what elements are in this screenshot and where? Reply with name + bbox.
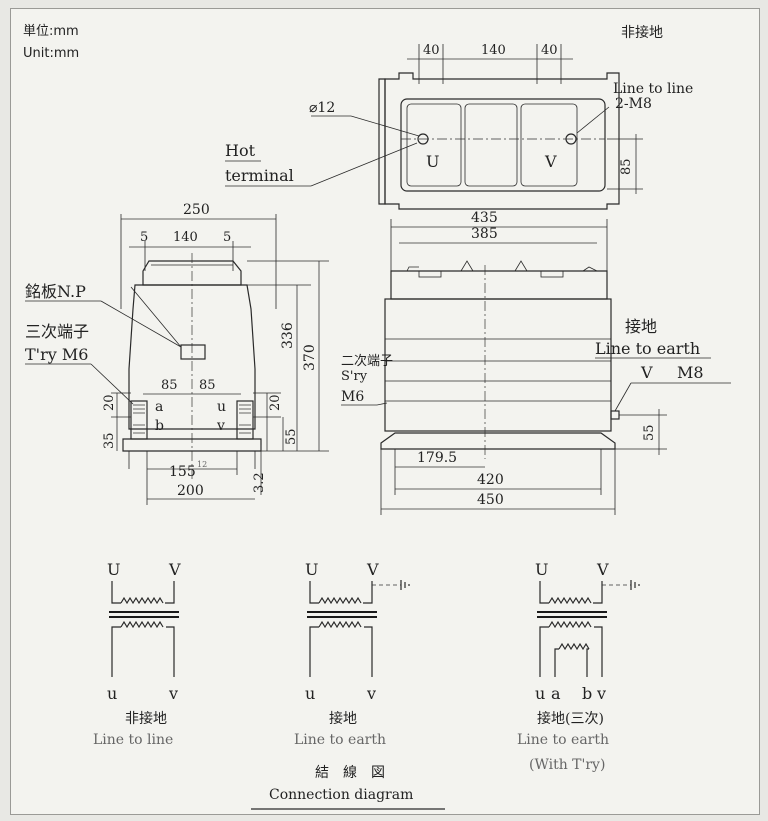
earth-label-ja: 接地 [625,317,657,336]
dim-front-55: 55 [642,424,657,441]
front-view: 435 385 二次端子 S'ry M6 接地 Line to earth V … [341,210,731,515]
dim-side-155-sup: 12 [197,460,207,469]
dim-side-370: 370 [302,344,318,371]
schematic-line-to-earth-tertiary: U V u a b v 接地(三次) Line to earth (With T… [517,560,640,773]
schem1-caption-ja: 非接地 [125,710,167,727]
schem2-top-v: V [366,560,379,579]
schem1-top-u: U [107,560,120,579]
dim-side-5-left: 5 [140,230,148,245]
dim-top-140: 140 [481,43,506,58]
dim-side-200: 200 [177,483,204,499]
dim-side-35: 35 [102,432,117,449]
schem3-caption-ja: 接地(三次) [537,710,604,727]
dim-side-336: 336 [280,322,296,349]
dim-side-155: 155 [169,464,196,480]
side-view: 250 5 140 5 銘板N.P 三次端子 T'ry M6 85 85 [25,202,329,505]
schematic-line-to-line: U V u v 非接地 Line to line [93,560,181,748]
top-view: 40 140 40 非接地 Line to line 2-M8 U V ⌀12 … [225,24,693,210]
schem1-bottom-v: v [168,684,178,703]
tertiary-terminal-b: b [155,418,164,434]
drawing-sheet: 単位:mm Unit:mm 40 140 40 非接地 Line to line… [10,8,760,815]
dim-side-20-left: 20 [102,394,117,411]
dim-front-450: 450 [477,492,504,508]
schem3-caption-en-2: (With T'ry) [529,757,605,773]
secondary-terminal-m6: M6 [341,389,364,405]
earth-terminal-m8: M8 [677,363,704,382]
secondary-terminal-ja: 二次端子 [341,353,393,369]
hot-terminal-label-2: terminal [225,166,294,185]
tertiary-terminal-ja: 三次端子 [25,322,89,341]
dim-top-40-right: 40 [541,43,558,58]
schem3-bottom-a: a [551,684,561,703]
schem3-bottom-b: b [582,684,592,703]
top-m8-label: 2-M8 [615,96,652,112]
schematic-line-to-earth: U V u v 接地 Line to earth [294,560,410,748]
nameplate-label: 銘板N.P [25,282,86,301]
schem2-bottom-u: u [305,684,315,703]
dim-side-140: 140 [173,230,198,245]
dim-front-435: 435 [471,210,498,226]
terminal-u-label: U [426,152,439,171]
tertiary-terminal-a: a [155,399,163,415]
dim-top-40-left: 40 [423,43,440,58]
dim-side-250: 250 [183,202,210,218]
terminal-block-left [130,400,148,440]
dim-front-385: 385 [471,226,498,242]
schem3-caption-en: Line to earth [517,732,609,748]
dim-side-20-right: 20 [268,394,283,411]
secondary-terminal-en: S'ry [341,369,368,384]
terminal-block-right [236,400,254,440]
earth-label-en: Line to earth [595,339,700,358]
dim-side-55: 55 [284,428,299,445]
schem3-top-u: U [535,560,548,579]
schem2-caption-ja: 接地 [329,710,357,727]
schem1-top-v: V [168,560,181,579]
dim-side-5-right: 5 [223,230,231,245]
secondary-terminal-u: u [217,399,226,415]
connection-diagram-title-ja: 結 線 図 [315,765,385,781]
dim-side-85-right: 85 [199,378,216,393]
schem1-bottom-u: u [107,684,117,703]
top-line-to-line-en: Line to line [613,81,693,97]
tertiary-terminal-en: T'ry M6 [25,345,88,364]
schem3-bottom-v: v [596,684,606,703]
hole-diameter-label: ⌀12 [309,100,335,116]
schem1-caption-en: Line to line [93,732,173,748]
secondary-terminal-v: v [216,418,225,434]
drawing-canvas: 単位:mm Unit:mm 40 140 40 非接地 Line to line… [23,23,731,810]
earth-terminal-v: V [640,363,653,382]
terminal-v-label: V [544,152,557,171]
dim-front-420: 420 [477,472,504,488]
top-line-to-line-ja: 非接地 [621,24,663,41]
dim-front-179-5: 179.5 [417,450,457,466]
connection-diagram-title-en: Connection diagram [269,787,413,803]
schem3-bottom-u: u [535,684,545,703]
schem2-bottom-v: v [366,684,376,703]
schem2-top-u: U [305,560,318,579]
unit-label-ja: 単位:mm [23,23,79,39]
schem2-caption-en: Line to earth [294,732,386,748]
hot-terminal-label-1: Hot [225,141,256,160]
schem3-top-v: V [596,560,609,579]
unit-label-en: Unit:mm [23,46,79,61]
dim-side-3-2: 3.2 [252,472,267,493]
dim-top-85: 85 [619,158,634,175]
dim-side-85-left: 85 [161,378,178,393]
